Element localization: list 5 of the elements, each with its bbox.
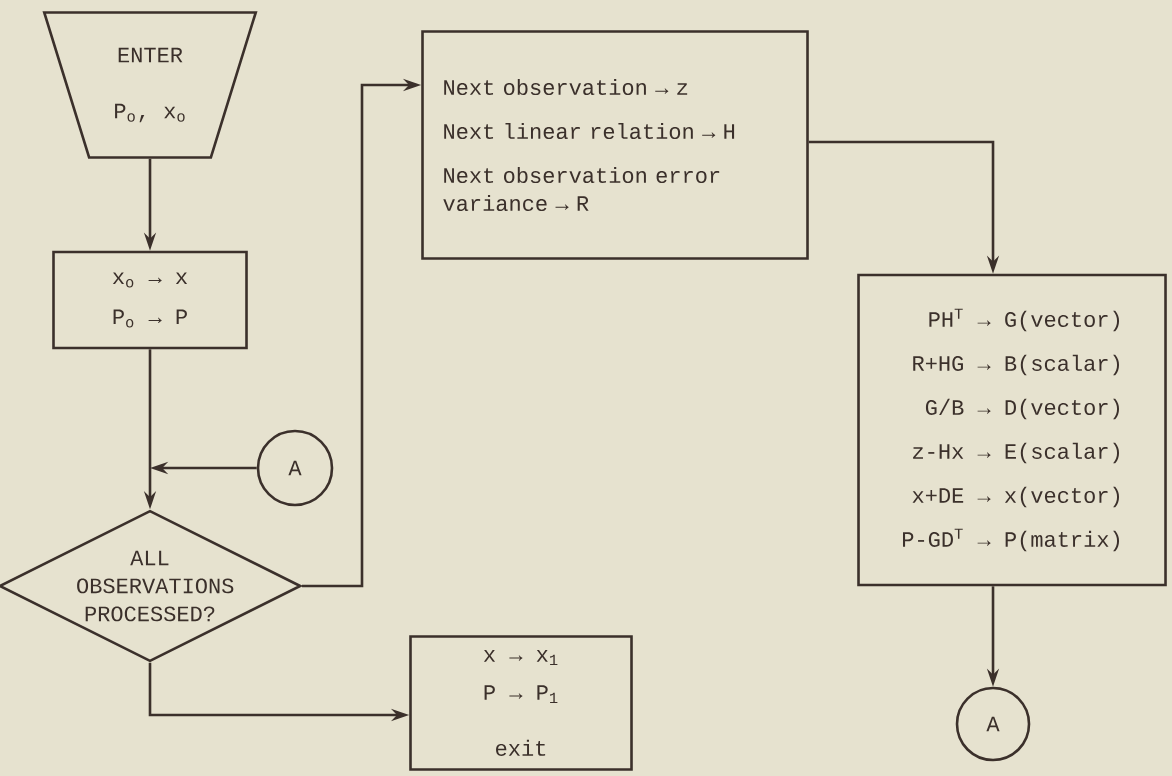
process-box: x$_{o}$ → x P$_{o}$ → P: [52, 250, 248, 350]
process-box: Next observation → z Next linear relation → H Next observation error variance → R: [421, 30, 809, 260]
input-trapezoid: ENTER P$_{o}$, x$_{o}$: [42, 11, 258, 159]
process-box: x → x$_{1}$ P → P$_{1}$ exit: [409, 635, 633, 771]
process-box: PH$^{T}$ → G(vector) R+HG → B(scalar) G/B → D(vector) z-Hx → E(scalar) x+DE → x(vector) P-GD$^{T}$ → P(matrix): [857, 273, 1167, 587]
